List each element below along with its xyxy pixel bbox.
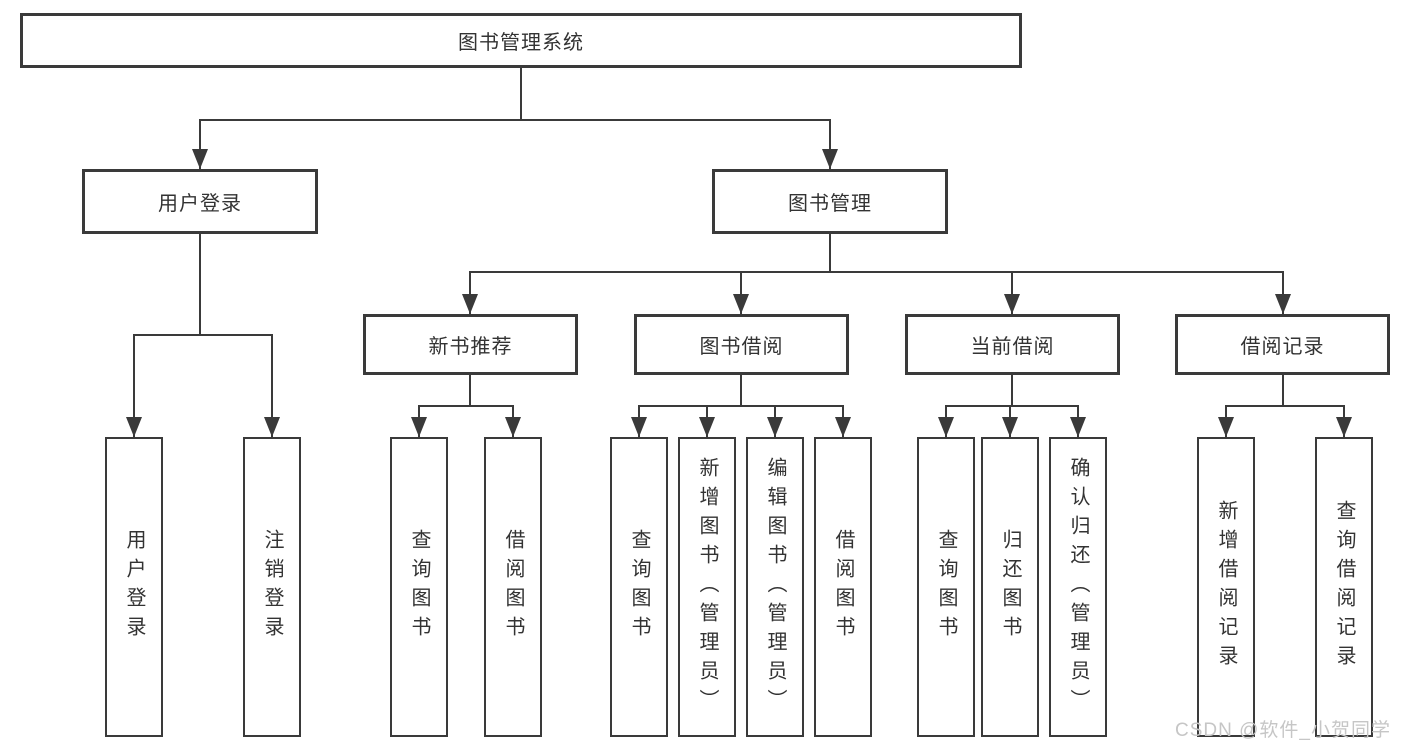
leaf-borrow-books-recommend: 借阅图书	[484, 437, 542, 737]
node-book-borrowing: 图书借阅	[634, 314, 849, 375]
arrowhead-down	[462, 294, 478, 314]
arrowhead-down	[1004, 294, 1020, 314]
arrowhead-down	[1336, 417, 1352, 437]
connector-line-vertical	[1282, 375, 1284, 406]
leaf-label: 注销登录	[261, 529, 283, 645]
connector-line-horizontal	[133, 334, 273, 336]
arrowhead-down	[411, 417, 427, 437]
arrowhead-down	[733, 294, 749, 314]
leaf-borrow-books: 借阅图书	[814, 437, 872, 737]
node-new-book-recommend: 新书推荐	[363, 314, 578, 375]
arrowhead-down	[938, 417, 954, 437]
arrowhead-down	[767, 417, 783, 437]
leaf-label: 新增图书（管理员）	[696, 456, 718, 718]
leaf-query-books-current: 查询图书	[917, 437, 975, 737]
arrowhead-down	[505, 417, 521, 437]
arrowhead-down	[264, 417, 280, 437]
csdn-watermark: CSDN @软件_小贺同学	[1175, 720, 1391, 741]
node-borrowing-records: 借阅记录	[1175, 314, 1390, 375]
leaf-label: 查询图书	[628, 529, 650, 645]
leaf-label: 编辑图书（管理员）	[764, 456, 786, 718]
connector-line-vertical	[1282, 271, 1284, 314]
leaf-label: 查询图书	[935, 529, 957, 645]
arrowhead-down	[835, 417, 851, 437]
leaf-label: 借阅图书	[502, 529, 524, 645]
leaf-query-books-borrow: 查询图书	[610, 437, 668, 737]
leaf-add-book-admin: 新增图书（管理员）	[678, 437, 736, 737]
leaf-user-login: 用户登录	[105, 437, 163, 737]
node-current-borrowing: 当前借阅	[905, 314, 1120, 375]
connector-line-vertical	[271, 334, 273, 437]
connector-line-vertical	[1011, 271, 1013, 314]
arrowhead-down	[1002, 417, 1018, 437]
leaf-confirm-return-admin: 确认归还（管理员）	[1049, 437, 1107, 737]
connector-line-horizontal	[1225, 405, 1345, 407]
arrowhead-down	[1275, 294, 1291, 314]
connector-line-vertical	[199, 119, 201, 169]
connector-line-vertical	[520, 67, 522, 121]
node-label: 新书推荐	[428, 336, 513, 358]
leaf-add-borrow-record: 新增借阅记录	[1197, 437, 1255, 737]
connector-line-vertical	[133, 334, 135, 437]
connector-line-vertical	[829, 119, 831, 169]
leaf-label: 用户登录	[123, 529, 145, 645]
connector-line-horizontal	[638, 405, 844, 407]
leaf-query-borrow-record: 查询借阅记录	[1315, 437, 1373, 737]
leaf-edit-book-admin: 编辑图书（管理员）	[746, 437, 804, 737]
arrowhead-down	[699, 417, 715, 437]
connector-line-vertical	[1011, 375, 1013, 406]
arrowhead-down	[126, 417, 142, 437]
connector-line-vertical	[740, 271, 742, 314]
connector-line-vertical	[469, 375, 471, 406]
leaf-label: 归还图书	[999, 529, 1021, 645]
node-label: 用户登录	[158, 193, 242, 215]
leaf-label: 借阅图书	[832, 529, 854, 645]
connector-line-vertical	[469, 271, 471, 314]
connector-line-vertical	[199, 234, 201, 335]
arrowhead-down	[631, 417, 647, 437]
node-library-system: 图书管理系统	[20, 13, 1022, 68]
arrowhead-down	[822, 149, 838, 169]
arrowhead-down	[192, 149, 208, 169]
node-label: 图书管理	[788, 193, 872, 215]
connector-line-horizontal	[418, 405, 514, 407]
leaf-label: 新增借阅记录	[1215, 500, 1237, 674]
node-label: 图书管理系统	[458, 32, 584, 54]
node-user-login: 用户登录	[82, 169, 318, 234]
node-label: 当前借阅	[970, 336, 1055, 358]
arrowhead-down	[1070, 417, 1086, 437]
connector-line-vertical	[829, 234, 831, 273]
node-label: 图书借阅	[699, 336, 784, 358]
leaf-label: 查询图书	[408, 529, 430, 645]
leaf-query-books-recommend: 查询图书	[390, 437, 448, 737]
connector-line-vertical	[740, 375, 742, 406]
arrowhead-down	[1218, 417, 1234, 437]
connector-line-horizontal	[945, 405, 1079, 407]
node-book-management: 图书管理	[712, 169, 948, 234]
leaf-return-book: 归还图书	[981, 437, 1039, 737]
leaf-logout: 注销登录	[243, 437, 301, 737]
leaf-label: 查询借阅记录	[1333, 500, 1355, 674]
leaf-label: 确认归还（管理员）	[1067, 456, 1089, 718]
connector-line-horizontal	[199, 119, 831, 121]
node-label: 借阅记录	[1240, 336, 1325, 358]
connector-line-horizontal	[469, 271, 1284, 273]
